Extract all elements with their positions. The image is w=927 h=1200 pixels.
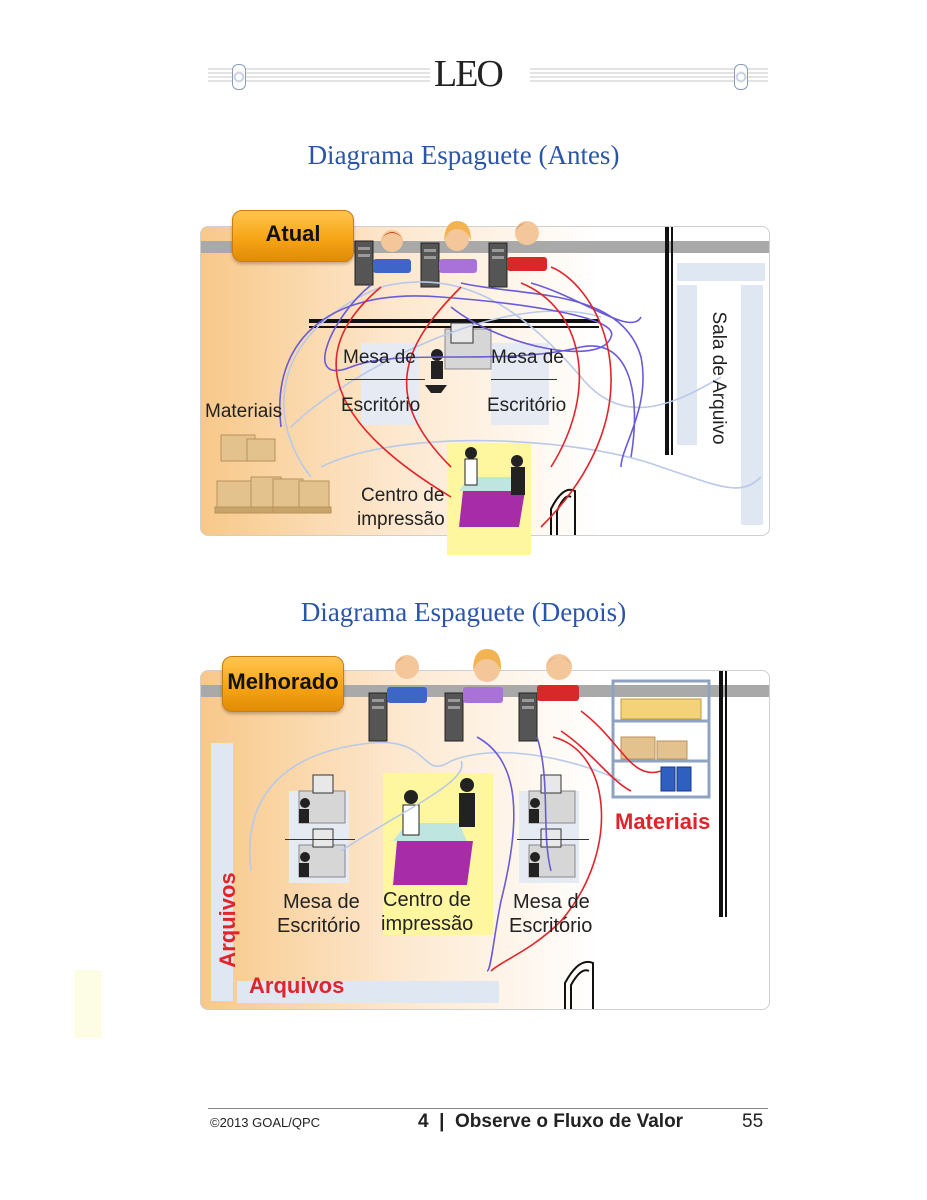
workstation-1-icon (368, 655, 427, 742)
header-knob-right-icon (734, 64, 748, 90)
header-rule-right (530, 68, 768, 84)
workstation-3-icon (518, 654, 579, 742)
workstations (214, 221, 762, 535)
desk-right-label-bottom: Escritório (509, 915, 593, 937)
archive-room-label: Sala de Arquivo (708, 311, 729, 445)
desk-left-label-bottom: Escritório (341, 395, 421, 416)
diagram-after-panel: Mesa de Escritório Centro de impressão M… (200, 649, 770, 1010)
footer-copyright: ©2013 GOAL/QPC (210, 1115, 321, 1130)
archive-label-vertical: Arquivos (215, 872, 240, 968)
archive-strip-horizontal (237, 981, 499, 1003)
header-rule-left (208, 68, 430, 84)
print-center-label-top: Centro de (383, 889, 471, 911)
print-center-label-bottom: impressão (381, 913, 474, 935)
print-center-label-bottom: impressão (357, 509, 445, 530)
section-title-before: Diagrama Espaguete (Antes) (307, 140, 620, 170)
desk-left-label-bottom: Escritório (277, 915, 361, 937)
desk-right-divider (517, 839, 589, 840)
archive-strip-vertical (211, 743, 233, 1001)
flow-paths (249, 710, 662, 972)
workstation-2-icon (444, 649, 503, 742)
sticky-note-tab (74, 970, 102, 1038)
workstation-3-icon (488, 221, 547, 288)
footer-rule (208, 1108, 768, 1109)
flow-paths (279, 266, 762, 528)
desk-right-divider (491, 379, 557, 380)
section-title-after: Diagrama Espaguete (Depois) (300, 597, 627, 627)
badge-improved: Melhorado (222, 656, 344, 712)
desk-right-label-bottom: Escritório (487, 395, 567, 416)
header-knob-left-icon (232, 64, 246, 90)
materials-label: Materiais (205, 401, 283, 422)
desk-left-label-top: Mesa de (343, 347, 416, 368)
desk-left-workers-icon (298, 774, 346, 878)
materials-label: Materiais (615, 809, 711, 834)
materials-wall-right (725, 671, 727, 917)
desk-left-label-top: Mesa de (283, 891, 360, 913)
archive-wall-right (671, 227, 673, 455)
desk-right-label-top: Mesa de (513, 891, 590, 913)
materials-shelf-icon (611, 679, 711, 799)
workstation-1-icon (354, 230, 411, 286)
archive-label-horizontal: Arquivos (249, 973, 345, 998)
seated-worker-icon (425, 322, 492, 393)
workstations (249, 649, 711, 1009)
diagram-before-panel: Mesa de Escritório Mesa de Escritório Ma… (200, 221, 770, 555)
archive-shelf-2 (741, 285, 763, 525)
footer-chapter-title: 4 | Observe o Fluxo de Valor (418, 1111, 684, 1132)
workstation-2-icon (420, 221, 477, 288)
desk-right-label-top: Mesa de (491, 347, 564, 368)
door-icon (564, 961, 594, 1009)
archive-shelf-top (677, 263, 765, 281)
desk-right-workers-icon (528, 774, 576, 878)
archive-wall-left (665, 227, 669, 455)
desk-left-divider (285, 839, 355, 840)
print-center-people-icon (459, 447, 525, 527)
badge-current: Atual (232, 210, 354, 262)
material-boxes-icon (214, 434, 332, 514)
archive-shelf-1 (677, 285, 697, 445)
print-center-people-icon (393, 778, 475, 885)
desk-left-divider (345, 379, 425, 380)
leo-logo: LEO (434, 53, 504, 95)
print-center-label-top: Centro de (361, 485, 445, 506)
office-desk-left (361, 343, 419, 425)
partition-rail (309, 319, 599, 323)
materials-wall-left (719, 671, 723, 917)
footer-page-number: 55 (742, 1111, 764, 1132)
